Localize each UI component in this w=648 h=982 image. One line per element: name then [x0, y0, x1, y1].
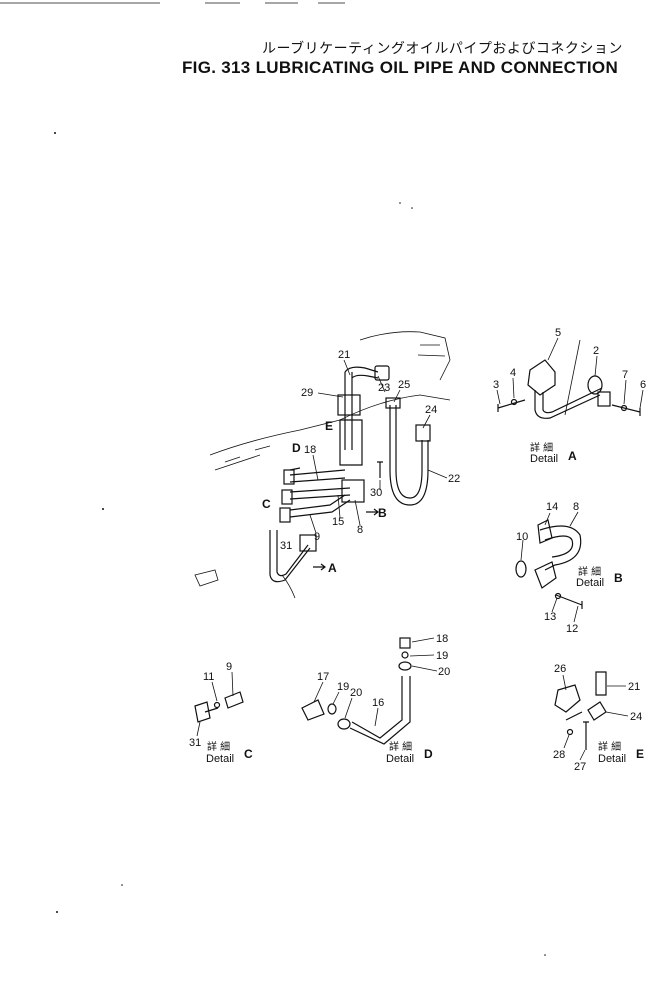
- callout-21: 21: [338, 349, 350, 361]
- callout-22: 22: [448, 473, 460, 485]
- detail-e-callouts: 26 21 24 28 27 詳 細 Detail E: [553, 663, 644, 773]
- detail-a-letter: A: [568, 449, 577, 463]
- detail-b-letter: B: [614, 571, 623, 585]
- detail-d-drawing: [301, 637, 438, 745]
- figure-title-english: FIG. 313 LUBRICATING OIL PIPE AND CONNEC…: [182, 58, 619, 77]
- detail-a-jp: 詳 細: [530, 441, 553, 454]
- callout-d-16: 16: [372, 697, 384, 709]
- callout-9: 9: [314, 531, 320, 543]
- detail-e-letter: E: [636, 747, 644, 761]
- callout-15: 15: [332, 516, 344, 528]
- callout-b-13: 13: [544, 611, 556, 623]
- detail-b-drawing: [515, 511, 583, 623]
- callout-e-26: 26: [554, 663, 566, 675]
- callout-30: 30: [370, 487, 382, 499]
- detail-c-drawing: [194, 671, 244, 737]
- callout-a-6: 6: [640, 379, 646, 391]
- callout-b-14: 14: [546, 501, 558, 513]
- callout-b-12: 12: [566, 623, 578, 635]
- figure-title-japanese: ルーブリケーティングオイルパイプおよびコネクション: [262, 41, 623, 57]
- detail-e-en: Detail: [598, 753, 626, 765]
- callout-C: C: [262, 497, 271, 511]
- callout-a-2: 2: [593, 345, 599, 357]
- callout-b-8: 8: [573, 501, 579, 513]
- detail-a-callouts: 5 2 3 4 7 6 詳 細 Detail A: [493, 327, 646, 465]
- detail-e-drawing: [554, 671, 629, 761]
- detail-d-jp: 詳 細: [389, 740, 412, 753]
- callout-e-21: 21: [628, 681, 640, 693]
- detail-a-en: Detail: [530, 453, 558, 465]
- callout-e-27: 27: [574, 761, 586, 773]
- main-callouts: 21 29 23 25 24 22 30 E D 18 C 9 15 8 B 3…: [262, 349, 460, 575]
- detail-b-en: Detail: [576, 577, 604, 589]
- callout-d-19b: 19: [337, 681, 349, 693]
- callout-29: 29: [301, 387, 313, 399]
- callout-b-10: 10: [516, 531, 528, 543]
- detail-c-callouts: 11 9 31 詳 細 Detail C: [189, 661, 253, 765]
- callout-8: 8: [357, 524, 363, 536]
- callout-e-28: 28: [553, 749, 565, 761]
- callout-25: 25: [398, 379, 410, 391]
- callout-a-7: 7: [622, 369, 628, 381]
- callout-d-19: 19: [436, 650, 448, 662]
- callout-c-31: 31: [189, 737, 201, 749]
- detail-e-jp: 詳 細: [598, 740, 621, 753]
- detail-b-jp: 詳 細: [578, 565, 601, 578]
- callout-A: A: [328, 561, 337, 575]
- detail-a-drawing: [496, 337, 644, 419]
- callout-a-4: 4: [510, 367, 516, 379]
- callout-a-5: 5: [555, 327, 561, 339]
- detail-d-callouts: 18 19 20 17 19 20 16 詳 細 Detail D: [317, 633, 450, 765]
- callout-c-9: 9: [226, 661, 232, 673]
- callout-a-3: 3: [493, 379, 499, 391]
- callout-e-24: 24: [630, 711, 642, 723]
- detail-d-en: Detail: [386, 753, 414, 765]
- callout-23: 23: [378, 382, 390, 394]
- callout-B: B: [378, 506, 387, 520]
- main-leader-lines: [309, 359, 448, 534]
- detail-c-letter: C: [244, 747, 253, 761]
- detail-b-callouts: 14 8 10 13 12 詳 細 Detail B: [516, 501, 623, 635]
- main-assembly-drawing: [194, 331, 451, 599]
- callout-d-18: 18: [436, 633, 448, 645]
- callout-D: D: [292, 441, 301, 455]
- callout-c-11: 11: [203, 671, 214, 683]
- callout-d-20b: 20: [350, 687, 362, 699]
- callout-E: E: [325, 419, 333, 433]
- scan-specks: [54, 132, 546, 956]
- callout-d-20: 20: [438, 666, 450, 678]
- detail-c-jp: 詳 細: [207, 740, 230, 753]
- detail-d-letter: D: [424, 747, 433, 761]
- callout-31: 31: [280, 540, 292, 552]
- detail-c-en: Detail: [206, 753, 234, 765]
- callout-24: 24: [425, 404, 437, 416]
- callout-18: 18: [304, 444, 316, 456]
- callout-d-17: 17: [317, 671, 329, 683]
